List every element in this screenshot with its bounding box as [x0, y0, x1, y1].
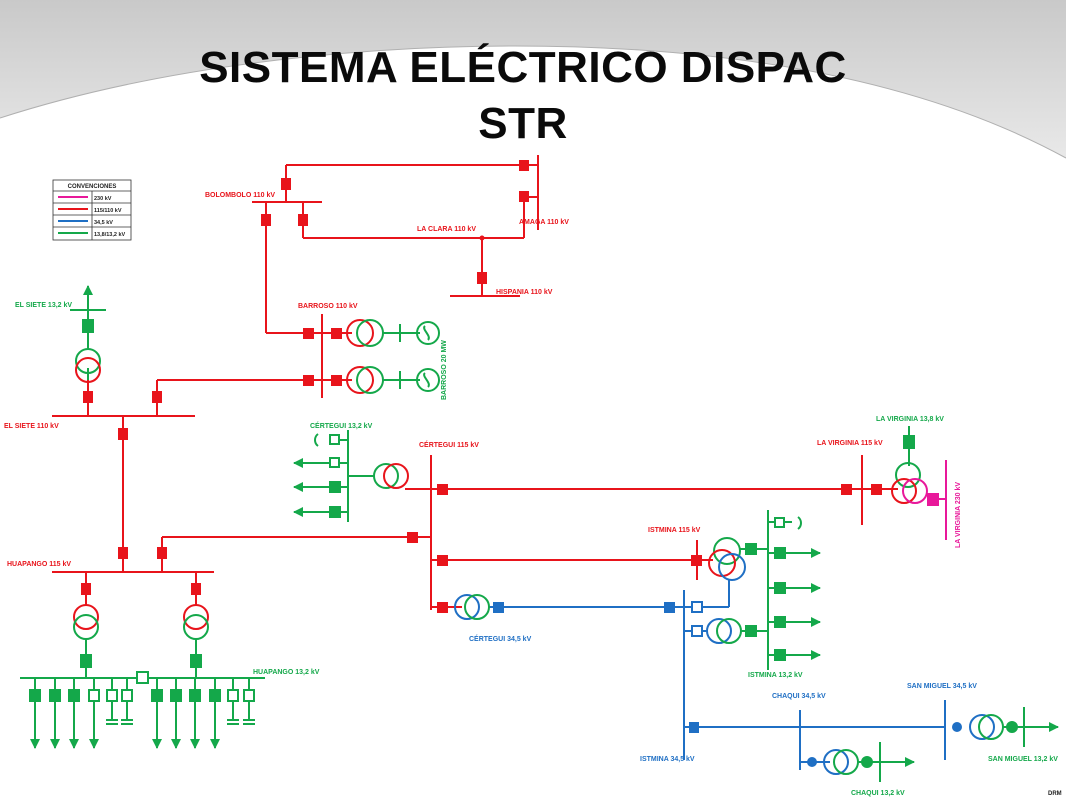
label-drm: DRM [1048, 791, 1062, 797]
page-title: SISTEMA ELÉCTRICO DISPAC STR [0, 40, 1046, 152]
el-siete-13kv [70, 288, 106, 380]
istmina-transformer [708, 537, 746, 581]
label-san-miguel-13: SAN MIGUEL 13,2 kV [988, 756, 1058, 763]
huapango-feeder-arrows [30, 701, 220, 749]
certegui-13kv [314, 430, 375, 522]
label-la-clara: LA CLARA 110 kV [417, 226, 476, 233]
label-el-siete-110: EL SIETE 110 kV [4, 423, 59, 430]
huapango-transformers [73, 604, 209, 640]
label-istmina-34: ISTMINA 34,5 kV [640, 756, 695, 763]
barroso-units [346, 319, 440, 394]
label-barroso-gen: BARROSO 20 MW [441, 340, 448, 400]
label-el-siete-13: EL SIETE 13,2 kV [15, 302, 72, 309]
label-san-miguel-34: SAN MIGUEL 34,5 kV [907, 683, 977, 690]
label-amaga: AMAGA 110 kV [519, 219, 569, 226]
san-miguel-13kv [978, 707, 1025, 747]
label-huapango-13: HUAPANGO 13,2 kV [253, 669, 320, 676]
chaqui-13kv [823, 742, 881, 782]
label-la-virginia-115: LA VIRGINIA 115 kV [817, 440, 883, 447]
huapango-13kv [20, 639, 265, 725]
label-chaqui-34: CHAQUI 34,5 kV [772, 693, 826, 700]
header-background [0, 0, 1066, 160]
label-la-virginia-13: LA VIRGINIA 13,8 kV [876, 416, 944, 423]
breakers-34kv [464, 594, 962, 767]
network-115kv [52, 155, 898, 610]
label-chaqui-13: CHAQUI 13,2 kV [851, 790, 905, 797]
label-istmina-13: ISTMINA 13,2 kV [748, 672, 803, 679]
istmina-13-transformer [706, 618, 742, 644]
el-siete-transformer [75, 348, 101, 383]
istmina-13kv [740, 510, 802, 670]
legend-label-34: 34,5 kV [94, 220, 113, 226]
title-line-1: SISTEMA ELÉCTRICO DISPAC [199, 43, 847, 92]
breakers-115kv [81, 160, 882, 613]
title-line-2: STR [478, 99, 568, 148]
legend-label-13: 13,8/13,2 kV [94, 232, 126, 238]
certegui-transformer [373, 463, 409, 489]
label-certegui-115: CÉRTEGUI 115 kV [419, 440, 479, 449]
label-bolombolo: BOLOMBOLO 110 kV [205, 192, 275, 199]
label-huapango-115: HUAPANGO 115 kV [7, 561, 71, 568]
legend-label-115: 115/110 kV [94, 208, 122, 214]
label-hispania: HISPANIA 110 kV [496, 289, 553, 296]
la-virginia-units [891, 426, 947, 540]
station-labels: BOLOMBOLO 110 kV AMAGA 110 kV LA CLARA 1… [4, 192, 1062, 797]
la-clara-node [479, 235, 485, 241]
label-la-virginia-230: LA VIRGINIA 230 kV [955, 482, 962, 548]
label-barroso: BARROSO 110 kV [298, 303, 358, 310]
label-certegui-34: CÉRTEGUI 34,5 kV [469, 634, 532, 643]
label-istmina-115: ISTMINA 115 kV [648, 527, 701, 534]
legend-label-230: 230 kV [94, 196, 112, 202]
legend-heading: CONVENCIONES [68, 184, 117, 190]
network-34kv [454, 580, 995, 770]
label-certegui-13: CÉRTEGUI 13,2 kV [310, 421, 373, 430]
legend: CONVENCIONES 230 kV 115/110 kV 34,5 kV 1… [52, 179, 132, 241]
